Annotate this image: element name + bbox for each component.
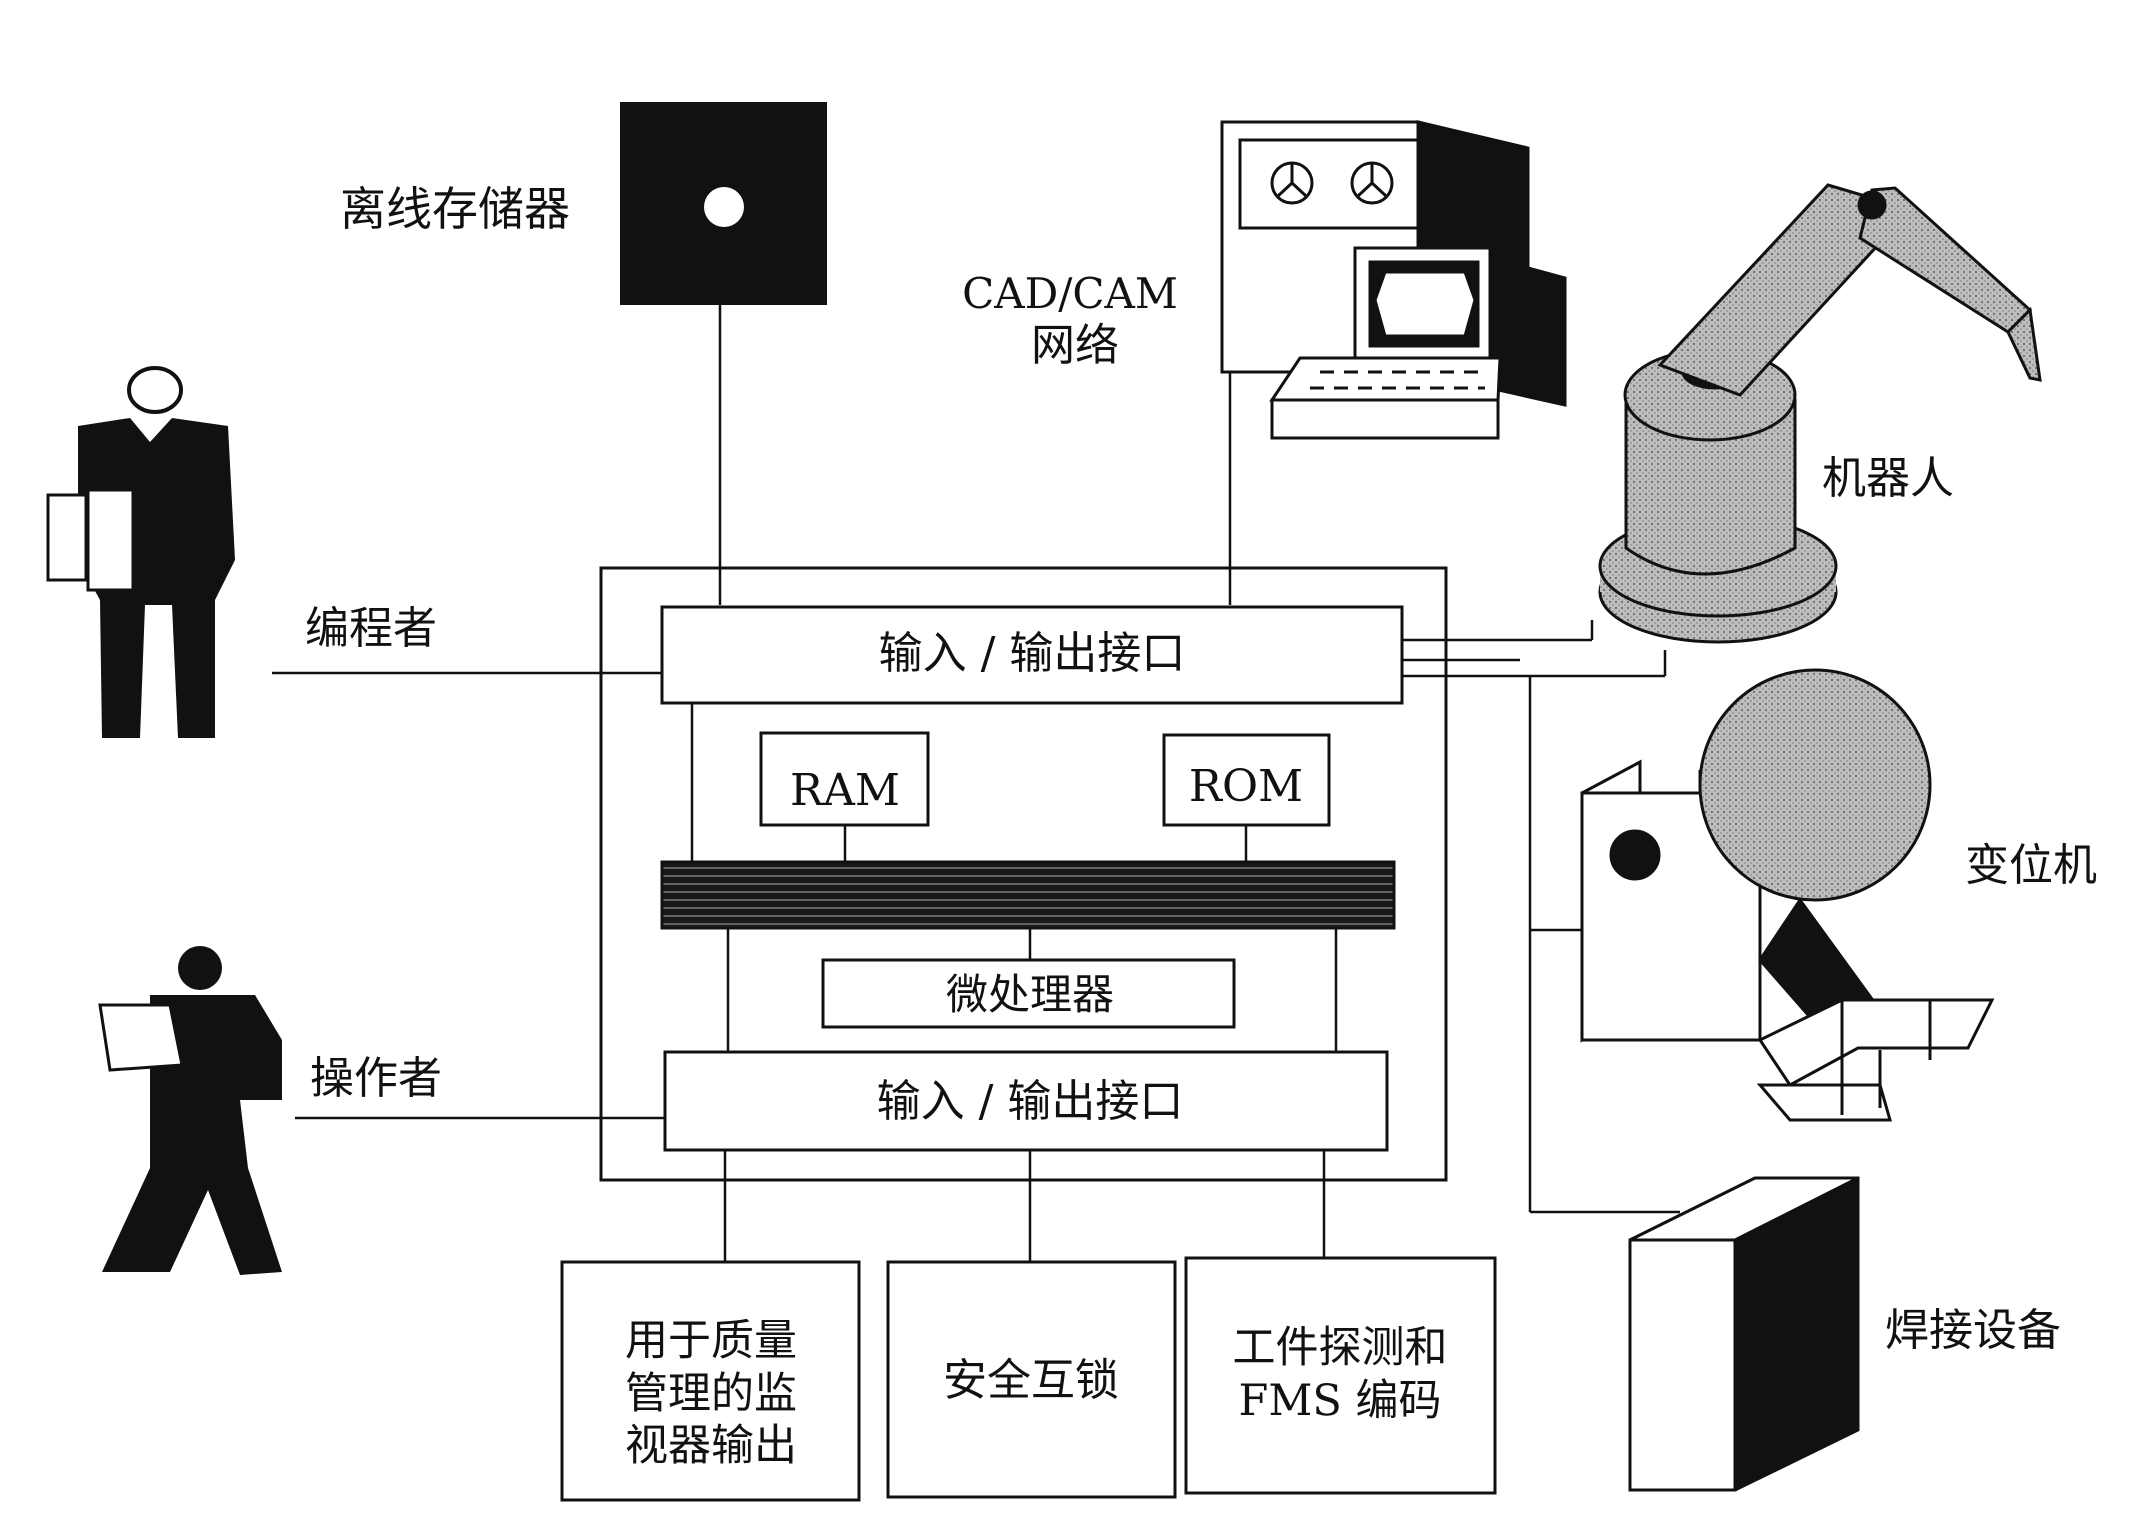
robot-arm-icon [1598,183,2042,644]
monitor-output-line2: 管理的监 [625,1369,797,1419]
monitor-output-line1: 用于质量 [625,1316,797,1366]
programmer-label: 编程者 [305,603,437,654]
microprocessor-label: 微处理器 [946,970,1114,1019]
monitor-output-box [560,1260,861,1502]
welding-equipment-icon [1628,1176,1860,1492]
programmer-person-icon [46,366,235,738]
io-interface-bottom [663,1050,1389,1152]
cadcam-label-line2: 网络 [1031,320,1119,371]
microprocessor-box [821,958,1236,1029]
monitor-output-line3: 视器输出 [625,1421,797,1471]
operator-label: 操作者 [310,1053,442,1104]
system-bus [660,860,1396,930]
rom-label: ROM [1189,761,1303,812]
robot-label: 机器人 [1822,453,1954,504]
controller-enclosure [599,566,1448,1182]
offline-storage-label: 离线存储器 [340,182,570,236]
cad-workstation-icon [1220,120,1567,440]
operator-person-icon [98,946,282,1275]
connection-lines [272,305,1680,1262]
cadcam-label-line1: CAD/CAM [962,269,1178,318]
workpiece-detect-box [1184,1256,1497,1495]
io-bottom-label: 输入 / 输出接口 [877,1076,1184,1127]
ram-label: RAM [790,765,900,816]
safety-interlock-box [886,1260,1177,1499]
positioner-icon [1580,668,1995,1122]
floppy-disk-icon [620,102,827,305]
safety-interlock-label: 安全互锁 [943,1355,1119,1406]
welding-equipment-label: 焊接设备 [1885,1305,2061,1356]
positioner-label: 变位机 [1965,840,2097,891]
ram-box [759,731,930,827]
io-top-label: 输入 / 输出接口 [879,628,1186,679]
rom-box [1162,733,1331,827]
io-interface-top [660,605,1404,705]
workpiece-detect-line2: FMS 编码 [1239,1376,1442,1426]
workpiece-detect-line1: 工件探测和 [1233,1323,1448,1373]
